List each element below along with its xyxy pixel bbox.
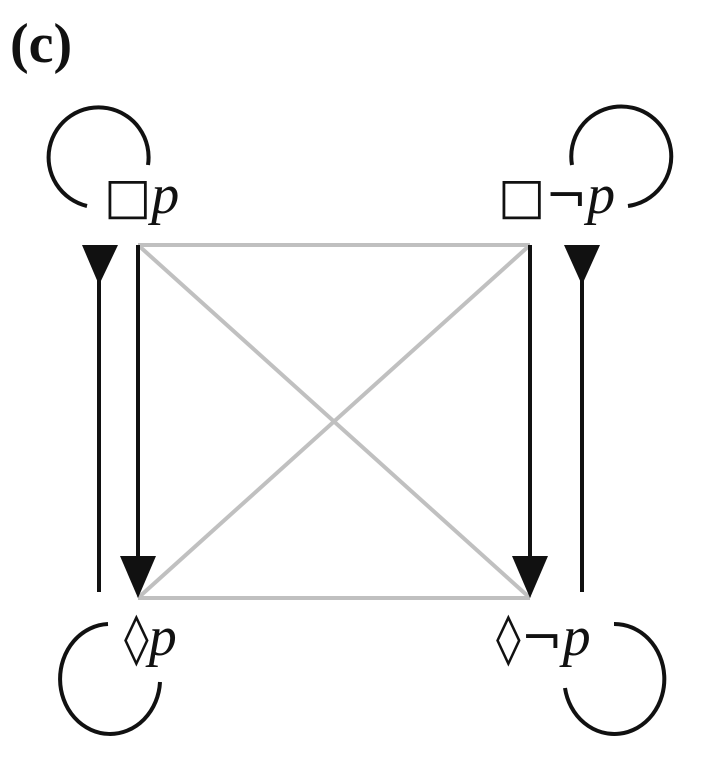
- outer-arrows: [97, 270, 584, 592]
- reflexive-loops: [46, 104, 674, 736]
- loop-bottom-right: [563, 621, 667, 736]
- outer-right-head: [564, 245, 600, 285]
- panel-label: (c): [10, 13, 72, 75]
- edge-diagonal-2: [136, 243, 532, 600]
- loop-top-left: [46, 105, 151, 208]
- outer-left-head: [82, 245, 118, 285]
- loop-bottom-left: [58, 622, 162, 736]
- arrow-right-head: [512, 556, 548, 598]
- arrow-left-head: [120, 556, 156, 598]
- node-diamond-not-p: ◊¬p: [496, 606, 591, 668]
- node-box-p: □p: [104, 164, 179, 226]
- node-box-not-p: □¬p: [498, 164, 615, 226]
- inner-arrows: [136, 245, 532, 560]
- loop-top-right: [569, 104, 674, 208]
- square-edges: [136, 243, 532, 600]
- node-diamond-p: ◊p: [124, 606, 177, 668]
